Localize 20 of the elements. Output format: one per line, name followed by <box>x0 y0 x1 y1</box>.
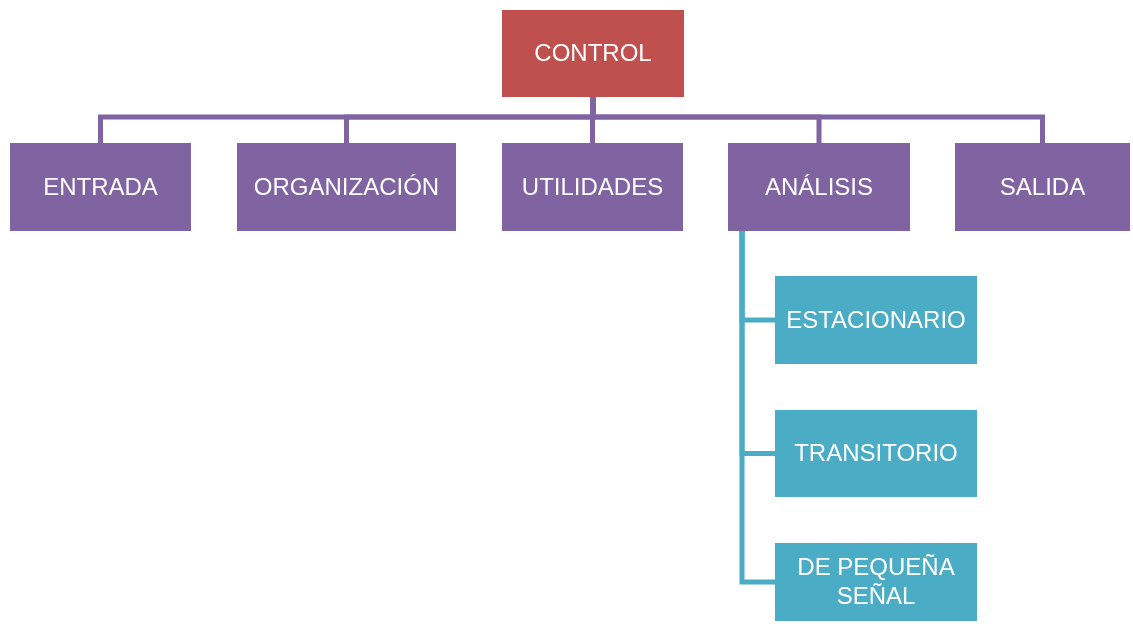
box-label: ENTRADA <box>43 172 158 202</box>
process-box <box>10 143 191 231</box>
box-label: ORGANIZACIÓN <box>253 172 440 202</box>
process-box <box>775 543 977 621</box>
box-label: ANÁLISIS <box>764 172 873 202</box>
process-box <box>502 10 684 97</box>
process-box <box>728 143 910 231</box>
box-label: DE PEQUEÑA SEÑAL <box>796 553 956 611</box>
process-box <box>955 143 1130 231</box>
process-box <box>502 143 683 231</box>
connector-line <box>739 231 775 585</box>
box-label: CONTROL <box>534 39 652 68</box>
box-label: SALIDA <box>999 172 1086 202</box>
box-label: UTILIDADES <box>521 172 664 202</box>
process-box <box>775 276 977 364</box>
box-label: ESTACIONARIO <box>786 305 966 335</box>
process-box <box>775 410 977 497</box>
connector-line <box>590 97 1045 143</box>
box-label: TRANSITORIO <box>794 439 958 468</box>
process-box <box>237 143 456 231</box>
